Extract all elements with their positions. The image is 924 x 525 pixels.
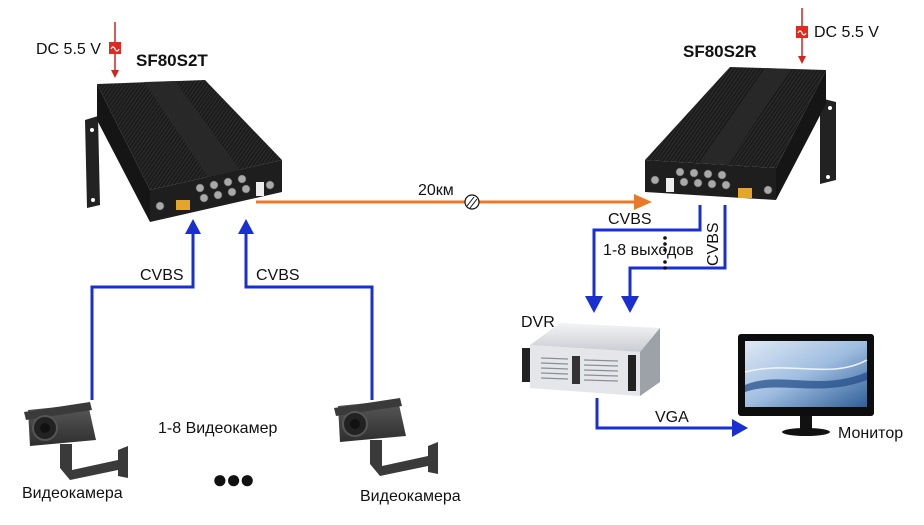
camera-right <box>334 398 438 476</box>
dvr-label: DVR <box>521 314 555 331</box>
left-camera-signal-label: CVBS <box>140 267 184 284</box>
receiver-device <box>645 67 836 200</box>
dvr-device <box>522 323 660 396</box>
receiver-power-label: DC 5.5 V <box>814 24 879 41</box>
camera-signal-left <box>90 232 195 400</box>
power-input-transmitter <box>109 22 121 78</box>
camera-right-label: Видеокамера <box>360 488 461 505</box>
transmitter-model-label: SF80S2T <box>136 51 208 70</box>
output-signal-label-vertical: CVBS <box>705 222 722 266</box>
output-signal-label: CVBS <box>608 211 652 228</box>
camera-left-label: Видеокамера <box>22 485 123 502</box>
camera-signal-right <box>244 232 374 400</box>
vga-signal-label: VGA <box>655 409 689 426</box>
transmitter-device <box>85 80 282 222</box>
transmitter-power-label: DC 5.5 V <box>36 41 101 58</box>
fiber-distance-label: 20км <box>418 182 454 199</box>
outputs-count-label: 1-8 выходов <box>603 242 694 259</box>
fiber-link <box>256 194 652 210</box>
right-camera-signal-label: CVBS <box>256 267 300 284</box>
receiver-output-lines <box>592 205 727 298</box>
camera-count-label: 1-8 Видеокамер <box>158 420 278 437</box>
outputs-dots <box>663 236 667 270</box>
camera-left <box>24 402 128 480</box>
monitor-label: Монитор <box>838 425 904 442</box>
fiber-break-symbol-icon <box>464 194 480 210</box>
more-cameras-ellipsis: ●●● <box>212 464 255 494</box>
receiver-model-label: SF80S2R <box>683 42 757 61</box>
monitor-device <box>738 334 874 436</box>
vga-signal-line <box>595 398 735 430</box>
power-input-receiver <box>796 8 808 64</box>
